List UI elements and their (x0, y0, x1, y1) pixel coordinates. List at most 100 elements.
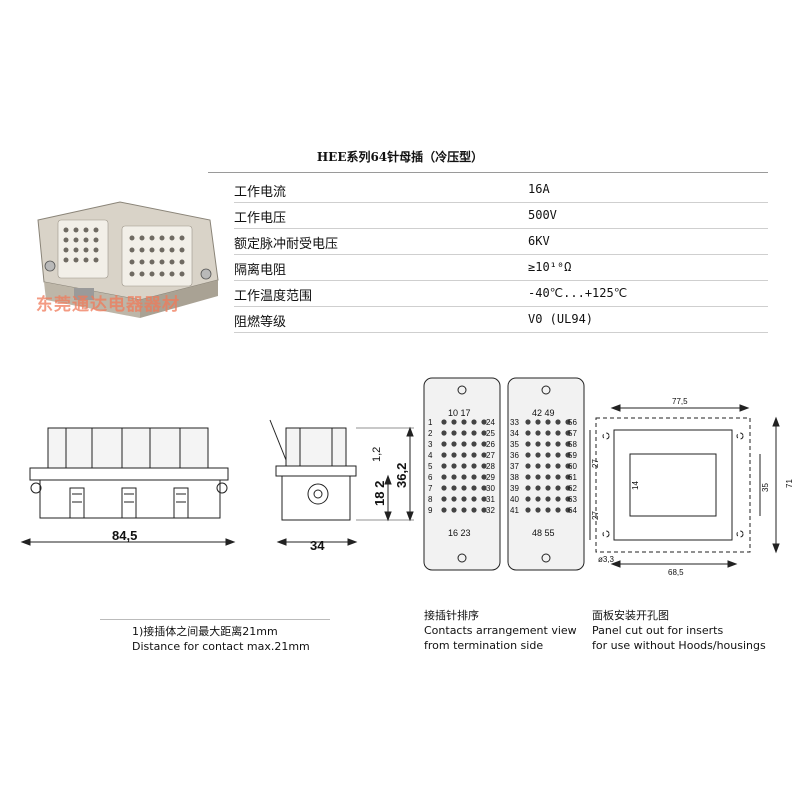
pin-contact (555, 463, 561, 469)
pin-number: 60 (568, 462, 577, 471)
pin-contact (525, 419, 531, 425)
pin-contact (555, 485, 561, 491)
pin-contact (565, 452, 571, 458)
pin-grid (441, 419, 571, 513)
pin-contact (441, 496, 447, 502)
caption-line: from termination side (424, 639, 544, 652)
pin-contact (441, 485, 447, 491)
pin-contact (535, 452, 541, 458)
pin-contact (555, 419, 561, 425)
spec-label: 阻燃等级 (234, 315, 287, 330)
pin-contact (565, 507, 571, 513)
pin-contact (441, 463, 447, 469)
pin-number: 59 (568, 451, 577, 460)
pin-contact (545, 419, 551, 425)
pin-contact (461, 452, 467, 458)
dim-height-top: 1,2 (371, 447, 383, 462)
title-divider (208, 172, 768, 173)
pin-contact (535, 463, 541, 469)
pin-number: 5 (428, 462, 433, 471)
pin-contact (481, 452, 487, 458)
pin-number: 1 (428, 418, 433, 427)
pin-number: 41 (510, 506, 519, 515)
pin-contact (555, 430, 561, 436)
pin-contact (555, 441, 561, 447)
pin-number: 58 (568, 440, 577, 449)
pin-number: 37 (510, 462, 519, 471)
pin-contact (481, 441, 487, 447)
dim-panel-width: 77,5 (672, 397, 688, 406)
pin-number: 6 (428, 473, 433, 482)
dim-width-front: 84,5 (112, 528, 137, 543)
caption-line: for use without Hoods/housings (592, 639, 766, 652)
pin-number: 28 (486, 462, 495, 471)
spec-row: 额定脉冲耐受电压 6KV (234, 228, 768, 255)
pin-contact (565, 463, 571, 469)
pin-contact (481, 419, 487, 425)
pin-contact (451, 463, 457, 469)
spec-value: 500V (528, 208, 557, 222)
pin-number: 7 (428, 484, 433, 493)
pin-contact (471, 496, 477, 502)
connector-photo (37, 201, 219, 318)
pin-contact (451, 507, 457, 513)
pin-contact (481, 474, 487, 480)
pin-contact (441, 507, 447, 513)
pin-number: 30 (486, 484, 495, 493)
pin-contact (481, 496, 487, 502)
pin-contact (555, 474, 561, 480)
pin-contact (565, 496, 571, 502)
pin-number: 36 (510, 451, 519, 460)
pin-contact (545, 430, 551, 436)
pin-contact (565, 430, 571, 436)
caption-line: Panel cut out for inserts (592, 624, 724, 637)
spec-row: 工作温度范围 -40℃...+125℃ (234, 280, 768, 307)
pin-contact (461, 496, 467, 502)
pin-contact (565, 474, 571, 480)
pin-number: 63 (568, 495, 577, 504)
pin-contact (461, 463, 467, 469)
pin-contact (545, 474, 551, 480)
pin-contact (471, 474, 477, 480)
spec-row: 工作电流 16A (234, 176, 768, 203)
pin-contact (461, 474, 467, 480)
dim-panel-lower: 27 (591, 511, 600, 520)
pin-contact (555, 496, 561, 502)
pin-number: 35 (510, 440, 519, 449)
pin-contact (545, 485, 551, 491)
pin-contact (451, 496, 457, 502)
dim-panel-inner: 68,5 (668, 568, 684, 577)
dim-panel-mid: 14 (631, 481, 640, 490)
pin-insert-right (507, 377, 585, 571)
pin-contact (441, 474, 447, 480)
dimension-drawings: 84,5 34 36,2 18 2 1,2 10 17 16 23 42 49 … (20, 377, 794, 577)
spec-value: 6KV (528, 234, 550, 248)
pin-contact (525, 474, 531, 480)
pin-contact (535, 507, 541, 513)
caption-line: Distance for contact max.21mm (132, 640, 310, 653)
spec-value: 16A (528, 182, 550, 196)
pin-number: 62 (568, 484, 577, 493)
pin-contact (535, 496, 541, 502)
pin-contact (545, 507, 551, 513)
pin-number: 3 (428, 440, 433, 449)
caption-line: 接插针排序 (424, 609, 479, 622)
pin-contact (535, 485, 541, 491)
pin-contact (535, 430, 541, 436)
spec-row: 工作电压 500V (234, 202, 768, 229)
pin-contact (461, 419, 467, 425)
dim-width-side: 34 (310, 538, 325, 553)
pin-number: 27 (486, 451, 495, 460)
pin-contact (471, 463, 477, 469)
caption-contacts-arrangement: 接插针排序 Contacts arrangement view from ter… (424, 608, 577, 653)
pin-contact (545, 496, 551, 502)
pin-contact (461, 507, 467, 513)
pin-contact (441, 419, 447, 425)
pin-insert-left (423, 377, 501, 571)
pin-contact (451, 452, 457, 458)
pin-number: 64 (568, 506, 577, 515)
dim-panel-height: 35 (761, 483, 770, 492)
pin-number: 61 (568, 473, 577, 482)
caption-panel-cutout: 面板安装开孔图 Panel cut out for inserts for us… (592, 608, 766, 653)
pin-contact (451, 485, 457, 491)
